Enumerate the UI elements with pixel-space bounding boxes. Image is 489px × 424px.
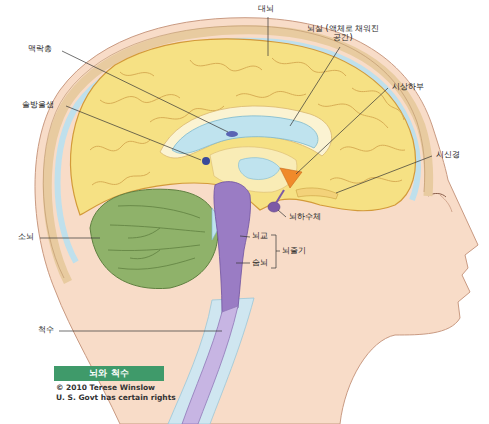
part-label: 맥락총 [28, 44, 52, 53]
gyri [90, 58, 405, 185]
optic-nerve [296, 188, 338, 199]
part-label: 뇌하수체 [289, 212, 321, 221]
pituitary-stalk [276, 190, 284, 203]
credit-line: U. S. Govt has certain rights [56, 394, 176, 403]
part-label: 솔방울샘 [22, 100, 54, 109]
group-label: 뇌줄기 [282, 246, 306, 255]
pineal-gland [202, 157, 210, 165]
head-skin [35, 18, 478, 424]
caption-text: 뇌와 척수 [89, 369, 128, 379]
part-label: 뇌실 (액체로 채워진 공간) [302, 24, 384, 42]
face-line [440, 195, 452, 212]
part-label: 뇌교 [252, 231, 268, 240]
credit-line: © 2010 Terese Winslow [56, 384, 155, 393]
cerebellum [90, 189, 218, 288]
part-label: 척수 [38, 325, 54, 334]
spinal-canal [168, 298, 254, 424]
part-label: 소뇌 [18, 232, 34, 241]
bracket [271, 235, 280, 268]
part-label: 대뇌 [258, 4, 274, 13]
part-label: 숨뇌 [252, 258, 268, 267]
arbor-vitae [108, 206, 205, 270]
third-ventricle [238, 158, 280, 180]
brainstem [214, 182, 251, 314]
part-label: 시상하부 [392, 82, 424, 91]
leader-lines [40, 17, 432, 331]
spinal-cord [182, 306, 238, 424]
caption-box: 뇌와 척수 [54, 366, 164, 381]
part-label: 시신경 [436, 150, 460, 159]
